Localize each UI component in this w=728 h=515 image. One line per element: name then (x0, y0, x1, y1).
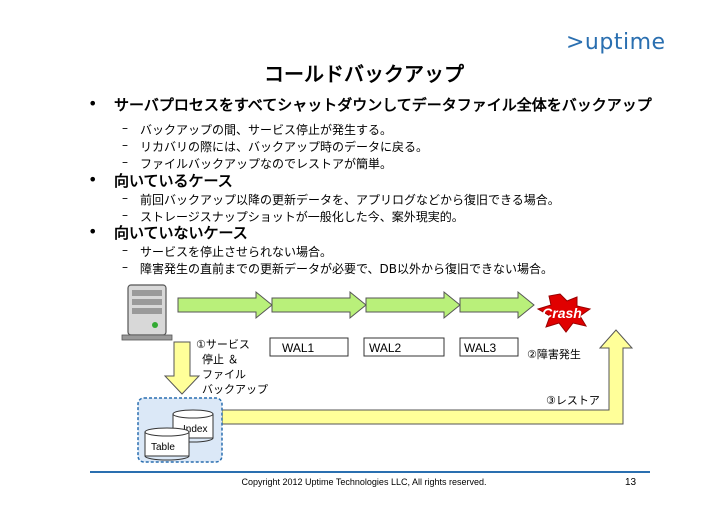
sub-dash: – (122, 260, 128, 274)
sub-dash: – (122, 138, 128, 152)
svg-text:停止 ＆: 停止 ＆ (202, 352, 239, 366)
sub-dash: – (122, 155, 128, 169)
copyright-text: Copyright 2012 Uptime Technologies LLC, … (241, 477, 487, 487)
bullet-dot: • (88, 94, 98, 113)
bullet-dot: • (88, 170, 98, 189)
bullet-3-sub-2: 障害発生の直前までの更新データが必要で、DB以外から復旧できない場合。 (140, 262, 553, 276)
bullet-2-sub-1: 前回バックアップ以降の更新データを、アプリログなどから復旧できる場合。 (140, 193, 560, 207)
wal2-box (363, 337, 445, 357)
page-number: 13 (625, 477, 637, 488)
green-arrow-3 (365, 290, 461, 320)
table-label: Table (151, 442, 175, 453)
green-arrow-1 (177, 290, 273, 320)
bullet-2-text: 向いているケース (114, 172, 233, 190)
step1-label: ①サービス 停止 ＆ ファイル バックアップ (196, 338, 268, 396)
bullet-3-sub-1: サービスを停止させられない場合。 (140, 245, 333, 259)
bullet-1-sub-3: ファイルバックアップなのでレストアが簡単。 (140, 157, 393, 171)
wal-boxes: WAL1 WAL2 WAL3 (269, 337, 519, 357)
sub-dash: – (122, 121, 128, 135)
wal1-label: WAL1 (282, 341, 315, 355)
crash-label: Crash (542, 305, 582, 321)
server-icon (121, 284, 173, 341)
uptime-logo: >uptime (566, 30, 666, 55)
timeline-arrows (177, 290, 535, 320)
svg-text:①サービス: ①サービス (196, 338, 250, 351)
step2-label: ②障害発生 (527, 347, 581, 361)
bullet-dot: • (88, 222, 98, 241)
green-arrow-2 (271, 290, 367, 320)
wal3-box (459, 337, 519, 357)
footer-divider (90, 471, 650, 473)
bullet-1-text: サーバプロセスをすべてシャットダウンしてデータファイル全体をバックアップ (114, 96, 652, 114)
crash-burst: Crash (536, 293, 592, 333)
sub-dash: – (122, 208, 128, 222)
bullet-3-text: 向いていないケース (114, 224, 248, 242)
wal1-box (269, 337, 349, 357)
sub-dash: – (122, 191, 128, 205)
slide-title: コールドバックアップ (264, 62, 464, 86)
svg-text:ファイル: ファイル (202, 368, 246, 381)
backup-down-arrow (163, 341, 201, 395)
table-cylinder: Table (144, 427, 190, 461)
wal3-label: WAL3 (464, 341, 497, 355)
svg-text:バックアップ: バックアップ (202, 383, 268, 396)
sub-dash: – (122, 243, 128, 257)
bullet-1-sub-1: バックアップの間、サービス停止が発生する。 (140, 123, 393, 137)
bullet-2-sub-2: ストレージスナップショットが一般化した今、案外現実的。 (140, 210, 464, 224)
storage-box: Index Table (137, 397, 223, 463)
wal2-label: WAL2 (369, 341, 402, 355)
green-arrow-4 (459, 290, 535, 320)
index-label: Index (183, 424, 207, 435)
restore-arrow (221, 329, 634, 425)
step3-label: ③レストア (546, 394, 600, 407)
bullet-1-sub-2: リカバリの際には、バックアップ時のデータに戻る。 (140, 140, 429, 154)
